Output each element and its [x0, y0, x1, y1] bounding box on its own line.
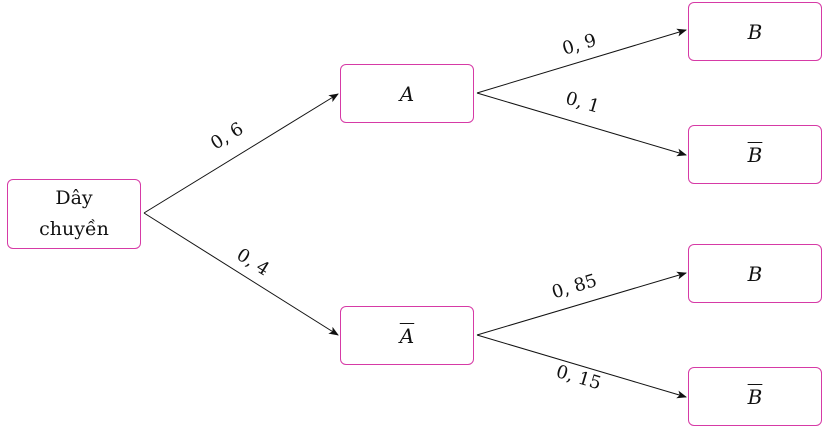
- edge-a-to-b: [476, 28, 687, 94]
- node-a-bar: A: [340, 306, 474, 365]
- node-b-bar-bottom-label: B: [747, 384, 763, 409]
- edge-a-to-b-bar: [476, 92, 687, 157]
- node-b-top: B: [688, 2, 822, 61]
- root-node: Dây chuyền: [7, 179, 141, 249]
- root-node-line1: Dây: [55, 187, 93, 209]
- edge-label-a-to-b-bar: 0, 1: [563, 88, 602, 118]
- edge-root-to-a-bar: [143, 212, 339, 336]
- edge-label-a-bar-to-b-bar: 0, 15: [554, 361, 604, 394]
- edge-label-root-to-a: 0, 6: [207, 118, 247, 154]
- edge-label-a-bar-to-b: 0, 85: [549, 270, 599, 303]
- node-a: A: [340, 64, 474, 123]
- root-node-line2: chuyền: [39, 218, 109, 240]
- node-b-bottom: B: [688, 244, 822, 303]
- node-b-bar-bottom: B: [688, 367, 822, 426]
- node-b-bar-top-label: B: [747, 142, 763, 167]
- node-a-label: A: [399, 81, 415, 106]
- edge-label-a-to-b: 0, 9: [560, 30, 599, 60]
- edge-a-bar-to-b: [476, 271, 687, 336]
- node-b-bar-top: B: [688, 125, 822, 184]
- edge-label-root-to-a-bar: 0, 4: [233, 244, 273, 280]
- node-b-top-label: B: [747, 19, 763, 44]
- edge-a-bar-to-b-bar: [476, 334, 687, 399]
- node-a-bar-label: A: [399, 323, 415, 348]
- node-b-bottom-label: B: [747, 261, 763, 286]
- edge-root-to-a: [143, 93, 339, 214]
